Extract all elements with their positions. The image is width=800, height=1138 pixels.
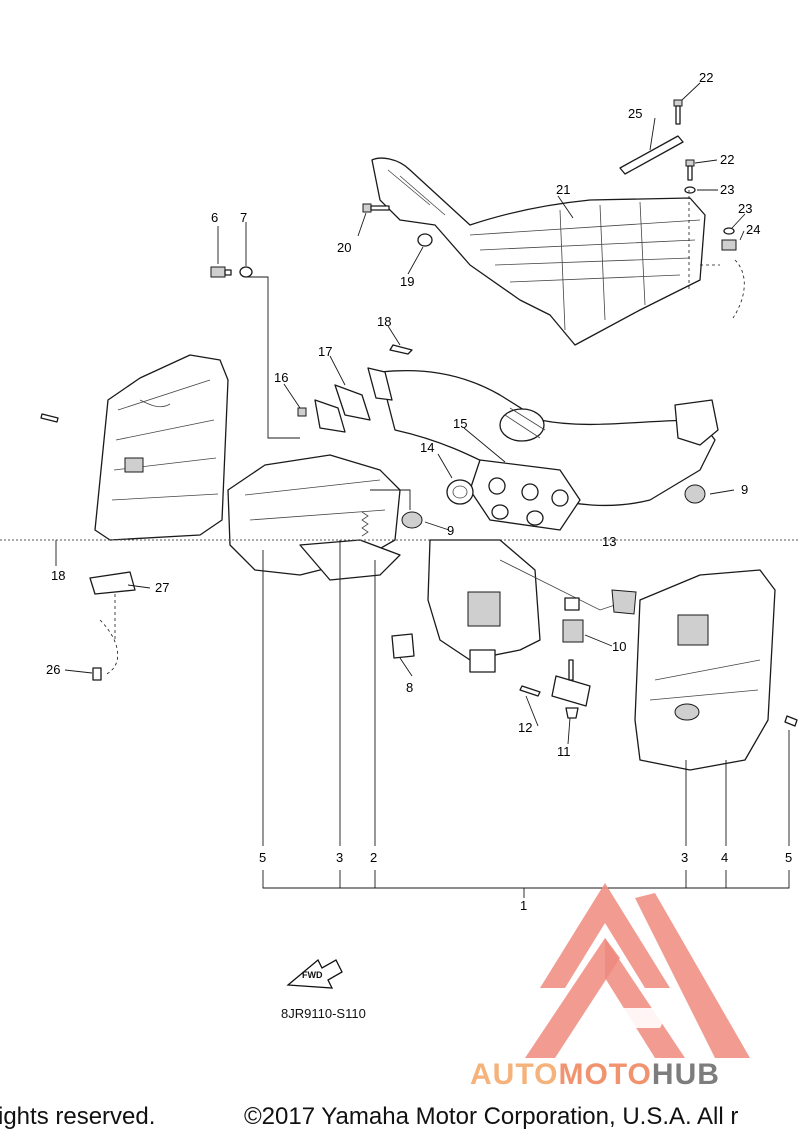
part-14-gasket (446, 479, 474, 505)
callout-10: 10 (612, 639, 626, 654)
part-18-bolt-right (784, 715, 798, 727)
callout-3: 3 (336, 850, 343, 865)
muffler-body (227, 454, 401, 581)
callout-17: 17 (318, 344, 332, 359)
callout-20: 20 (337, 240, 351, 255)
watermark-moto: MOTO (558, 1058, 652, 1091)
diagram-code: 8JR9110-S110 (281, 1006, 366, 1021)
callout-27: 27 (155, 580, 169, 595)
callout-18: 18 (377, 314, 391, 329)
callout-2: 2 (370, 850, 377, 865)
spring (361, 511, 369, 537)
footer-rights-text: ights reserved. (0, 1103, 156, 1130)
part-9-grommet-right (684, 484, 706, 504)
part-6-plug-bolt (210, 266, 232, 278)
part-9-grommet-left (401, 511, 423, 529)
callout-14: 14 (420, 440, 434, 455)
part-25-strap (619, 135, 684, 175)
part-18-bolt-left (40, 413, 59, 423)
part-22-bolt-top (673, 99, 683, 125)
callout-23-b: 23 (738, 201, 752, 216)
callout-9-b: 9 (447, 523, 454, 538)
callout-22-b: 22 (720, 152, 734, 167)
part-17-gaskets (314, 367, 393, 433)
part-23-washer (684, 186, 696, 194)
part-13-bracket (611, 589, 637, 615)
part-23-washer-2 (723, 227, 735, 235)
exhaust-manifold-pipes (379, 370, 719, 531)
callout-26: 26 (46, 662, 60, 677)
callout-7: 7 (240, 210, 247, 225)
watermark-auto: AUTO (470, 1058, 559, 1091)
part-22-bolt-middle (685, 159, 695, 181)
footer-copyright-text: ©2017 Yamaha Motor Corporation, U.S.A. A… (244, 1103, 739, 1130)
part-24-clip (721, 239, 737, 251)
callout-21: 21 (556, 182, 570, 197)
callout-23: 23 (720, 182, 734, 197)
part-21-heat-shield (371, 157, 706, 346)
callout-6: 6 (211, 210, 218, 225)
callout-15: 15 (453, 416, 467, 431)
watermark-hub: HUB (651, 1058, 720, 1091)
automotohub-logo (525, 883, 750, 1058)
part-12-bolt (519, 685, 541, 697)
callout-8: 8 (406, 680, 413, 695)
callout-9: 9 (741, 482, 748, 497)
callout-13: 13 (602, 534, 616, 549)
fwd-label: FWD (302, 970, 323, 980)
callout-1: 1 (520, 898, 527, 913)
part-8-clamp (391, 633, 415, 659)
part-4-muffler-cover (634, 569, 776, 771)
part-11-bracket (551, 659, 591, 719)
callout-5-b: 5 (785, 850, 792, 865)
callout-24: 24 (746, 222, 760, 237)
lower-muffler (427, 539, 631, 673)
callout-18-b: 18 (51, 568, 65, 583)
fwd-arrow: FWD (286, 958, 343, 989)
callout-12: 12 (518, 720, 532, 735)
callout-19: 19 (400, 274, 414, 289)
callout-4: 4 (721, 850, 728, 865)
callout-3-b: 3 (681, 850, 688, 865)
part-16-nut (297, 407, 307, 417)
part-18-bolt-upper (389, 344, 413, 355)
part-19-collar (417, 233, 433, 247)
part-26-rivet (92, 667, 102, 681)
callout-11: 11 (557, 744, 571, 759)
part-5-left-heat-shield (94, 354, 229, 541)
callout-16: 16 (274, 370, 288, 385)
part-27-bracket (89, 571, 136, 595)
callout-25: 25 (628, 106, 642, 121)
watermark-text: AUTOMOTOHUB (470, 1058, 720, 1092)
part-7-gasket (239, 266, 253, 278)
part-20-bolt (362, 203, 390, 213)
part-10-damper (562, 597, 584, 643)
callout-22: 22 (699, 70, 713, 85)
callout-5: 5 (259, 850, 266, 865)
